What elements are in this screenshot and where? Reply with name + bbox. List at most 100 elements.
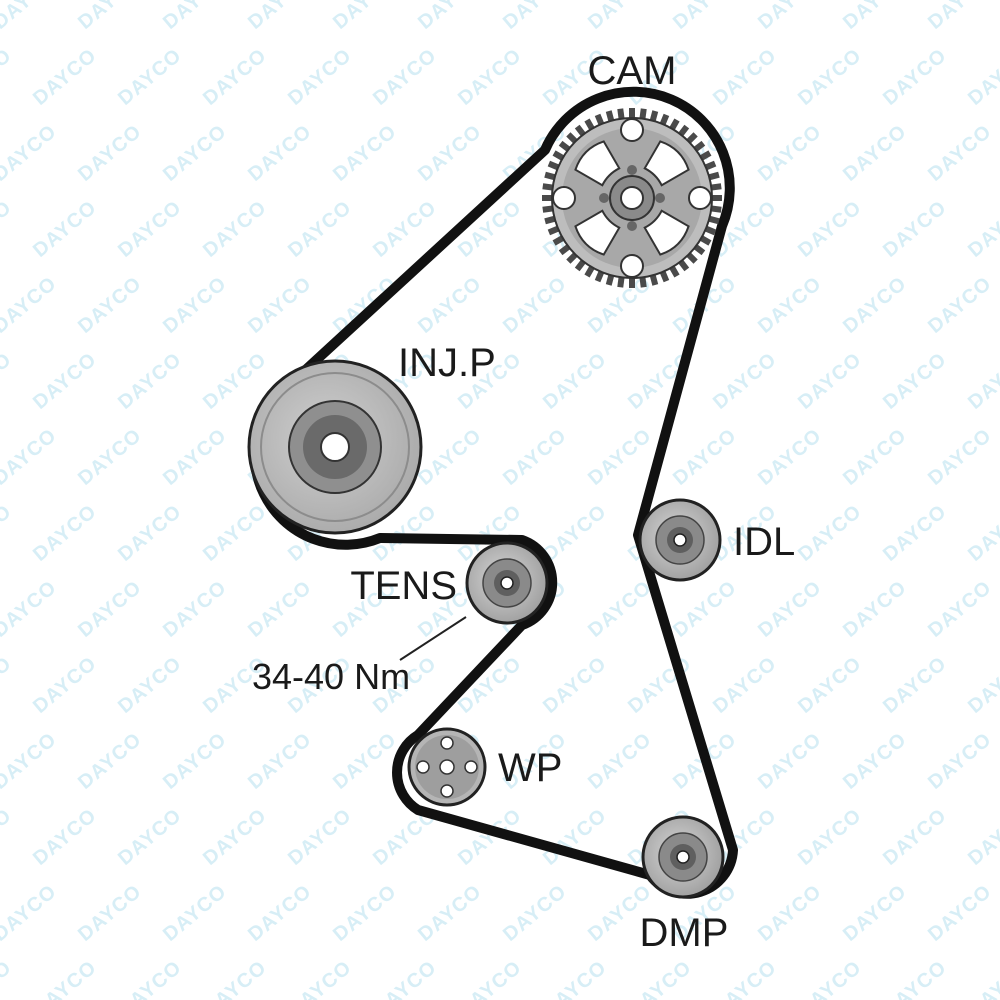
idl-label: IDL xyxy=(733,520,795,564)
watermark-text: DAYCO xyxy=(794,197,866,262)
watermark-text: DAYCO xyxy=(709,653,781,718)
watermark-text: DAYCO xyxy=(584,0,656,34)
watermark-text: DAYCO xyxy=(754,121,826,186)
watermark-text: DAYCO xyxy=(199,501,271,566)
watermark-text: DAYCO xyxy=(414,273,486,338)
watermark-text: DAYCO xyxy=(244,273,316,338)
cam-sprocket xyxy=(542,108,722,288)
watermark-text: DAYCO xyxy=(114,501,186,566)
watermark-text: DAYCO xyxy=(964,805,1000,870)
watermark-text: DAYCO xyxy=(879,501,951,566)
wp-label: WP xyxy=(498,746,562,790)
watermark-text: DAYCO xyxy=(0,425,61,490)
watermark-text: DAYCO xyxy=(414,881,486,946)
watermark-text: DAYCO xyxy=(159,881,231,946)
watermark-text: DAYCO xyxy=(539,957,611,1000)
watermark-text: DAYCO xyxy=(114,197,186,262)
watermark-text: DAYCO xyxy=(539,349,611,414)
watermark-text: DAYCO xyxy=(0,577,61,642)
watermark-text: DAYCO xyxy=(964,349,1000,414)
watermark-text: DAYCO xyxy=(329,0,401,34)
watermark-text: DAYCO xyxy=(244,881,316,946)
watermark-text: DAYCO xyxy=(839,425,911,490)
sprocket-tooth xyxy=(629,274,635,288)
watermark-text: DAYCO xyxy=(29,653,101,718)
watermark-text: DAYCO xyxy=(244,121,316,186)
watermark-text: DAYCO xyxy=(284,197,356,262)
watermark-text: DAYCO xyxy=(924,577,996,642)
watermark-text: DAYCO xyxy=(284,805,356,870)
watermark-text: DAYCO xyxy=(0,349,16,414)
watermark-text: DAYCO xyxy=(159,273,231,338)
tensioner-pulley xyxy=(465,541,549,625)
watermark-text: DAYCO xyxy=(839,273,911,338)
watermark-text: DAYCO xyxy=(159,0,231,34)
watermark-text: DAYCO xyxy=(794,653,866,718)
watermark-text: DAYCO xyxy=(839,577,911,642)
watermark-text: DAYCO xyxy=(879,957,951,1000)
damper-pulley xyxy=(641,815,725,899)
watermark-text: DAYCO xyxy=(924,0,996,34)
watermark-text: DAYCO xyxy=(794,957,866,1000)
torque-leader-line xyxy=(399,616,467,661)
watermark-text: DAYCO xyxy=(114,653,186,718)
injection-pump-pulley xyxy=(247,359,423,535)
watermark-text: DAYCO xyxy=(74,425,146,490)
watermark-text: DAYCO xyxy=(499,881,571,946)
watermark-text: DAYCO xyxy=(29,501,101,566)
watermark-text: DAYCO xyxy=(924,425,996,490)
watermark-text: DAYCO xyxy=(754,881,826,946)
watermark-text: DAYCO xyxy=(329,729,401,794)
watermark-text: DAYCO xyxy=(879,349,951,414)
watermark-text: DAYCO xyxy=(0,653,16,718)
watermark-text: DAYCO xyxy=(924,729,996,794)
watermark-text: DAYCO xyxy=(0,501,16,566)
watermark-text: DAYCO xyxy=(794,45,866,110)
watermark-text: DAYCO xyxy=(539,501,611,566)
watermark-text: DAYCO xyxy=(329,273,401,338)
watermark-text: DAYCO xyxy=(199,197,271,262)
timing-belt xyxy=(249,86,738,899)
watermark-text: DAYCO xyxy=(199,45,271,110)
watermark-text: DAYCO xyxy=(0,957,16,1000)
watermark-text: DAYCO xyxy=(74,881,146,946)
watermark-text: DAYCO xyxy=(199,805,271,870)
watermark-text: DAYCO xyxy=(0,273,61,338)
watermark-text: DAYCO xyxy=(414,121,486,186)
watermark-text: DAYCO xyxy=(964,653,1000,718)
watermark-text: DAYCO xyxy=(964,957,1000,1000)
watermark-text: DAYCO xyxy=(0,881,61,946)
watermark-text: DAYCO xyxy=(74,121,146,186)
watermark-text: DAYCO xyxy=(414,425,486,490)
watermark-text: DAYCO xyxy=(329,881,401,946)
watermark-text: DAYCO xyxy=(584,729,656,794)
torque-spec: 34-40 Nm xyxy=(252,656,410,697)
watermark-text: DAYCO xyxy=(794,501,866,566)
watermark-text: DAYCO xyxy=(499,273,571,338)
watermark-text: DAYCO xyxy=(159,577,231,642)
watermark-text: DAYCO xyxy=(879,653,951,718)
watermark-text: DAYCO xyxy=(584,425,656,490)
watermark-text: DAYCO xyxy=(74,729,146,794)
watermark-text: DAYCO xyxy=(244,577,316,642)
watermark-text: DAYCO xyxy=(74,0,146,34)
watermark-text: DAYCO xyxy=(369,957,441,1000)
watermark-text: DAYCO xyxy=(159,121,231,186)
tens-label: TENS xyxy=(350,564,457,608)
cam-label: CAM xyxy=(588,49,677,93)
watermark-text: DAYCO xyxy=(284,957,356,1000)
watermark-text: DAYCO xyxy=(584,577,656,642)
watermark-text: DAYCO xyxy=(839,881,911,946)
watermark-text: DAYCO xyxy=(369,45,441,110)
watermark-text: DAYCO xyxy=(879,805,951,870)
watermark-text: DAYCO xyxy=(454,45,526,110)
watermark-text: DAYCO xyxy=(839,0,911,34)
watermark-text: DAYCO xyxy=(29,45,101,110)
watermark-text: DAYCO xyxy=(754,0,826,34)
watermark-text: DAYCO xyxy=(964,197,1000,262)
watermark-text: DAYCO xyxy=(754,729,826,794)
watermark-text: DAYCO xyxy=(539,653,611,718)
watermark-text: DAYCO xyxy=(669,577,741,642)
watermark-text: DAYCO xyxy=(284,45,356,110)
